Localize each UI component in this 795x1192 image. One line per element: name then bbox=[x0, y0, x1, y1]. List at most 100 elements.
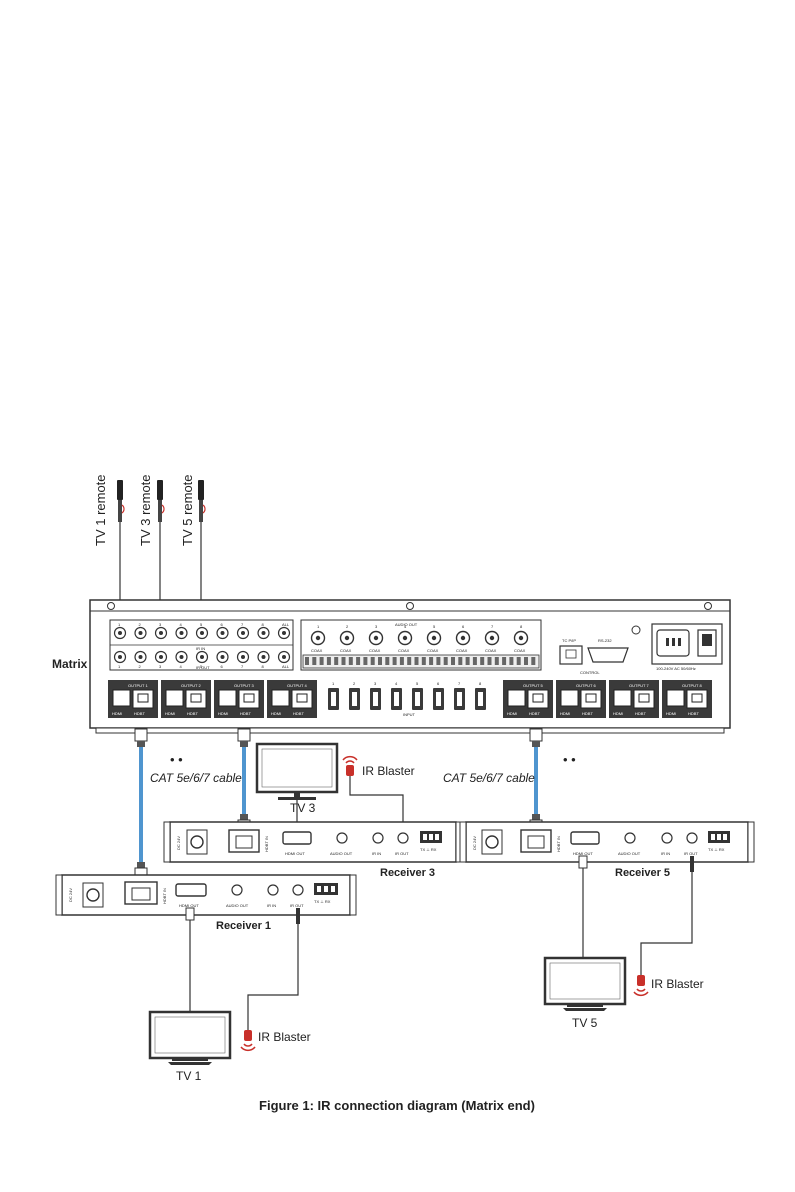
tv5-remote: TV 5 remote bbox=[180, 474, 206, 600]
hdmi-label: HDMI bbox=[666, 711, 676, 716]
svg-text:TX ⊥ RX: TX ⊥ RX bbox=[314, 899, 331, 904]
control-label: CONTROL bbox=[580, 670, 600, 675]
output-ports: OUTPUT 1 HDMI HDBT OUTPUT 2 HDMI HDBT OUTPUT 3… bbox=[108, 680, 712, 718]
receiver1-label: Receiver 1 bbox=[216, 920, 271, 932]
coax-number: 5 bbox=[433, 624, 436, 629]
matrix-label: Matrix bbox=[52, 657, 88, 671]
tv3-remote: TV 3 remote bbox=[138, 474, 165, 600]
svg-text:IR OUT: IR OUT bbox=[395, 851, 409, 856]
cat-cable-output1 bbox=[134, 728, 148, 881]
receiver3-label: Receiver 3 bbox=[380, 867, 435, 879]
ir-port-number: 7 bbox=[241, 622, 244, 627]
ir-blaster-tv3: IR Blaster bbox=[342, 755, 415, 830]
ir-port-number: 8 bbox=[262, 622, 265, 627]
output-label: OUTPUT 1 bbox=[128, 683, 148, 688]
rs232-port bbox=[587, 647, 629, 663]
coax-label: COAX bbox=[398, 648, 410, 653]
tv5-wiring bbox=[578, 855, 694, 975]
hdbt-label: HDBT bbox=[688, 711, 699, 716]
hdbt-label: HDBT bbox=[582, 711, 593, 716]
input-number: 3 bbox=[374, 681, 377, 686]
hdmi-label: HDMI bbox=[560, 711, 570, 716]
input-number: 5 bbox=[416, 681, 419, 686]
hdbt-label: HDBT bbox=[187, 711, 198, 716]
rs232-label: RS-232 bbox=[598, 638, 612, 643]
receiver3: DC 24V HDBT IN HDMI OUT AUDIO OUT IR IN … bbox=[163, 821, 463, 879]
coax-number: 8 bbox=[520, 624, 523, 629]
coax-number: 7 bbox=[491, 624, 494, 629]
ir-port-number: 2 bbox=[139, 664, 142, 669]
tv5: TV 5 bbox=[543, 956, 627, 1030]
ir-port-number: 5 bbox=[200, 664, 203, 669]
tv5-label: TV 5 bbox=[572, 1016, 598, 1030]
figure-caption: Figure 1: IR connection diagram (Matrix … bbox=[259, 1098, 535, 1113]
hdmi-label: HDMI bbox=[507, 711, 517, 716]
tv3-remote-label: TV 3 remote bbox=[138, 474, 153, 546]
coax-label: COAX bbox=[485, 648, 497, 653]
tv1-wiring bbox=[185, 907, 300, 1030]
hdmi-label: HDMI bbox=[271, 711, 281, 716]
coax-number: 3 bbox=[375, 624, 378, 629]
hdmi-label: HDMI bbox=[112, 711, 122, 716]
power-label: 100-240V AC 50/60Hz bbox=[656, 666, 696, 671]
svg-text:IR OUT: IR OUT bbox=[684, 851, 698, 856]
hdmi-port bbox=[560, 689, 579, 707]
ir-out-label: IR OUT bbox=[196, 665, 210, 670]
ir-in-label: IR IN bbox=[196, 646, 205, 651]
ir-port-number: 3 bbox=[159, 664, 162, 669]
coax-label: COAX bbox=[369, 648, 381, 653]
ir-blaster-label-tv3: IR Blaster bbox=[362, 764, 415, 778]
svg-text:IR IN: IR IN bbox=[661, 851, 670, 856]
hdbt-label: HDBT bbox=[635, 711, 646, 716]
input-number: 1 bbox=[332, 681, 335, 686]
output-label: OUTPUT 5 bbox=[523, 683, 543, 688]
svg-text:HDBT IN: HDBT IN bbox=[556, 836, 561, 852]
svg-text:IR IN: IR IN bbox=[372, 851, 381, 856]
hdmi-label: HDMI bbox=[165, 711, 175, 716]
output-label: OUTPUT 4 bbox=[287, 683, 307, 688]
audio-out-label: AUDIO OUT bbox=[395, 622, 418, 627]
ir-blaster-tv5: IR Blaster bbox=[633, 975, 704, 997]
input-number: 4 bbox=[395, 681, 398, 686]
ir-port-number: 6 bbox=[221, 664, 224, 669]
ir-port-number: 4 bbox=[180, 664, 183, 669]
output-label: OUTPUT 2 bbox=[181, 683, 201, 688]
tv1-label: TV 1 bbox=[176, 1069, 202, 1083]
receiver5-label: Receiver 5 bbox=[615, 867, 670, 879]
output-label: OUTPUT 8 bbox=[682, 683, 702, 688]
cable-label-left: CAT 5e/6/7 cable bbox=[150, 771, 242, 785]
svg-text:HDMI OUT: HDMI OUT bbox=[179, 903, 199, 908]
coax-label: COAX bbox=[311, 648, 323, 653]
coax-label: COAX bbox=[514, 648, 526, 653]
input-number: 6 bbox=[437, 681, 440, 686]
ir-blaster-label-tv1: IR Blaster bbox=[258, 1030, 311, 1044]
hdmi-port bbox=[507, 689, 526, 707]
ir-blaster-tv1: IR Blaster bbox=[240, 1030, 311, 1052]
output-label: OUTPUT 3 bbox=[234, 683, 254, 688]
dots-left: • • bbox=[170, 752, 183, 767]
ir-port-number: 7 bbox=[241, 664, 244, 669]
output-label: OUTPUT 6 bbox=[576, 683, 596, 688]
svg-text:TX ⊥ RX: TX ⊥ RX bbox=[708, 847, 725, 852]
tv1: TV 1 bbox=[148, 1010, 232, 1083]
svg-text:HDMI OUT: HDMI OUT bbox=[573, 851, 593, 856]
coax-number: 6 bbox=[462, 624, 465, 629]
ir-port-number: 8 bbox=[262, 664, 265, 669]
hdmi-port bbox=[165, 689, 184, 707]
input-number: 2 bbox=[353, 681, 356, 686]
svg-text:DC 24V: DC 24V bbox=[472, 836, 477, 850]
ir-port-number: ALL bbox=[282, 622, 290, 627]
svg-text:IR OUT: IR OUT bbox=[290, 903, 304, 908]
hdbt-label: HDBT bbox=[529, 711, 540, 716]
coax-label: COAX bbox=[456, 648, 468, 653]
receiver1: DC 24V HDBT IN HDMI OUT AUDIO OUT IR IN … bbox=[55, 874, 357, 932]
tv1-remote: TV 1 remote bbox=[93, 474, 125, 600]
output-label: OUTPUT 7 bbox=[629, 683, 649, 688]
ir-port-number: 6 bbox=[221, 622, 224, 627]
input-number: 8 bbox=[479, 681, 482, 686]
ir-port-number: 5 bbox=[200, 622, 203, 627]
hdmi-port bbox=[112, 689, 131, 707]
